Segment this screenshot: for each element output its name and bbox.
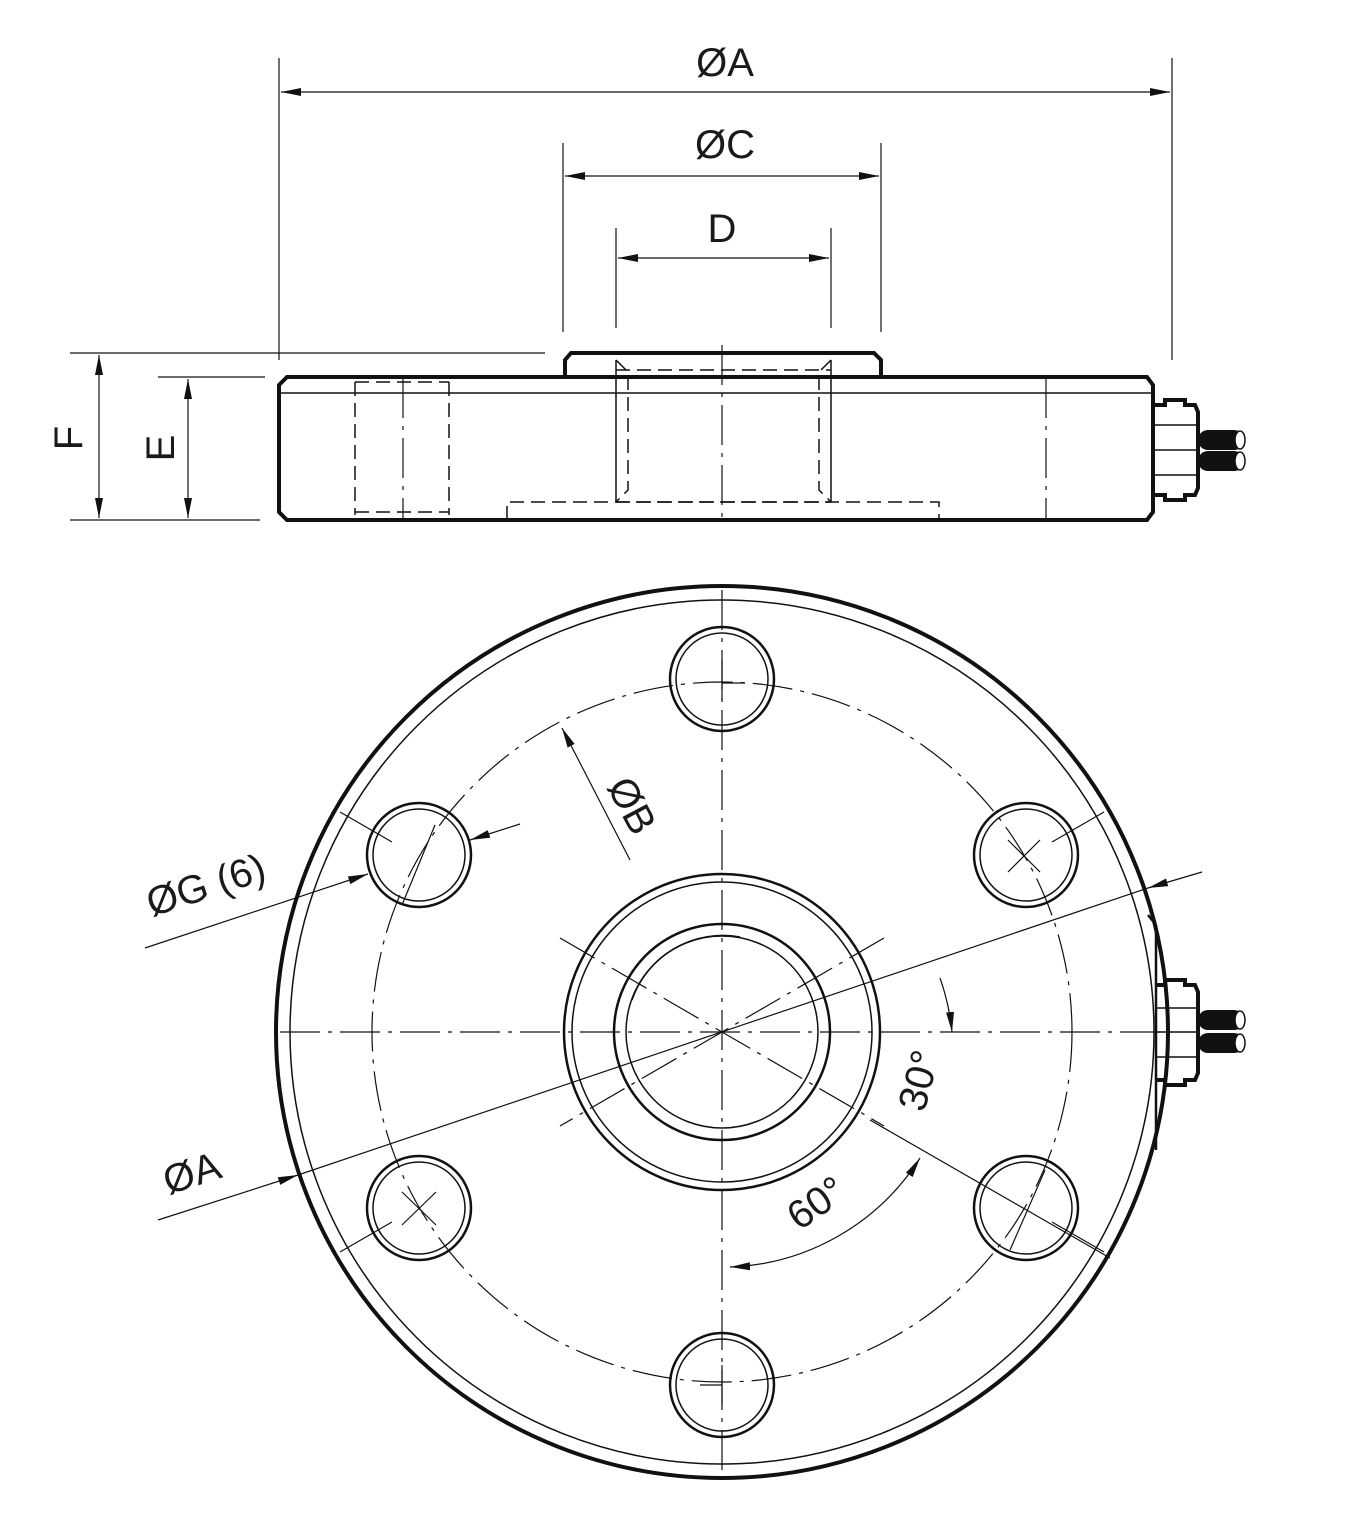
hub-outline — [563, 351, 883, 377]
label-dim-a-top: ØA — [696, 41, 754, 85]
side-view: ØA ØC D F E — [47, 41, 1246, 525]
label-dim-g: ØG (6) — [141, 846, 271, 926]
cable-upper — [1198, 430, 1244, 450]
angle-arc-30 — [939, 977, 955, 1033]
label-dim-f: F — [47, 426, 91, 450]
bolt-hole-top — [668, 625, 776, 733]
bolt-hole-lower-right — [972, 1154, 1080, 1262]
angle-arc-60 — [729, 1157, 921, 1271]
label-dim-e: E — [139, 435, 183, 462]
plan-view: ØB ØG (6) ØA 30° 60° — [141, 584, 1246, 1480]
label-dim-c: ØC — [695, 123, 755, 167]
dim-line-g — [144, 873, 369, 949]
label-dim-d: D — [708, 207, 737, 251]
label-dim-b: ØB — [598, 770, 664, 842]
label-dim-a-plan: ØA — [158, 1144, 227, 1204]
label-angle-60: 60° — [779, 1168, 854, 1239]
bolt-hole-upper-left — [365, 801, 473, 909]
bolt-hole-upper-right — [972, 801, 1080, 909]
bolt-hole-lower-left — [365, 1154, 473, 1262]
dim-line-a-plan — [157, 1174, 299, 1221]
cable-lower — [1198, 451, 1244, 471]
label-angle-30: 30° — [890, 1046, 948, 1116]
dim-line-b — [561, 727, 631, 861]
bolt-hole-bottom — [668, 1331, 776, 1439]
body-outline — [277, 375, 1155, 522]
